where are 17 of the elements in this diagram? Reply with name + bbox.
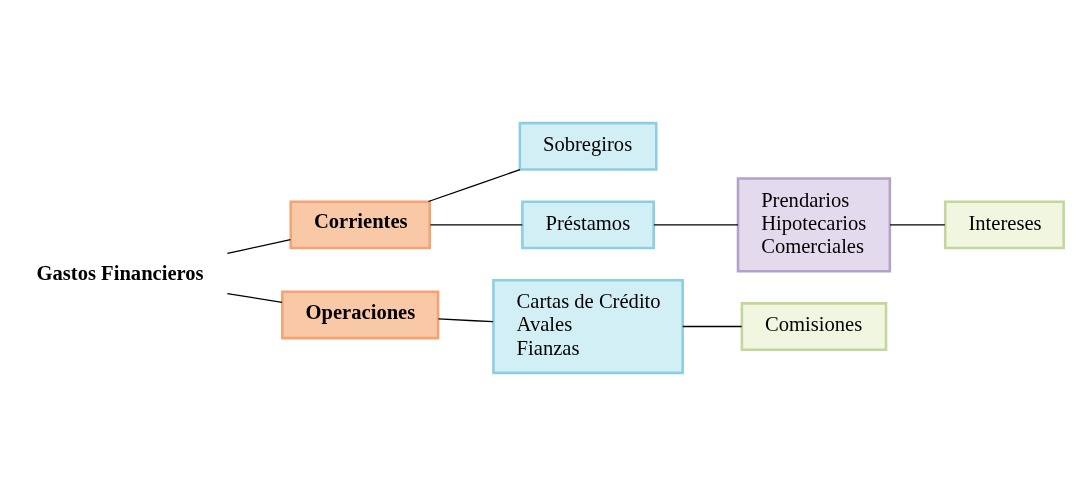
node-box: Corrientes [289, 199, 432, 249]
node-text: Gastos Financieros [36, 261, 204, 284]
node-box: Prendarios Hipotecarios Comerciales [736, 176, 892, 272]
node-box: Sobregiros [518, 121, 658, 171]
connector [429, 223, 523, 225]
node-box: Intereses [943, 199, 1065, 249]
connector [889, 223, 946, 225]
node-box: Préstamos [521, 199, 655, 249]
connector [653, 223, 739, 225]
connector [427, 168, 521, 202]
connector [226, 292, 283, 303]
node-box: Cartas de Crédito Avales Fianzas [492, 278, 684, 374]
node-box: Operaciones [281, 289, 440, 339]
connector [682, 325, 743, 327]
node-box: Comisiones [740, 301, 888, 351]
connector [437, 317, 494, 322]
connector [226, 238, 292, 254]
